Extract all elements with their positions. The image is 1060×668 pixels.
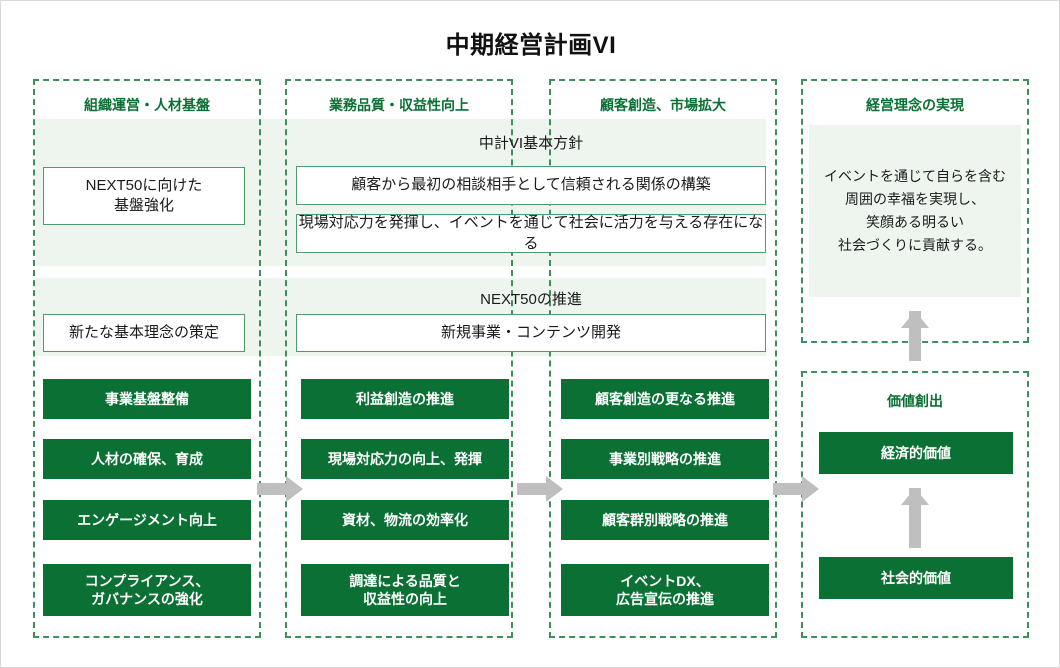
value-social: 社会的価値 (819, 557, 1013, 599)
box-next50-foundation: NEXT50に向けた 基盤強化 (43, 167, 245, 225)
initiative-quality-3: 資材、物流の効率化 (301, 500, 509, 540)
initiative-customer-1: 顧客創造の更なる推進 (561, 379, 769, 419)
column-panel-quality: 業務品質・収益性向上 (285, 79, 513, 638)
arrow-right-icon-customer-to-value (773, 476, 821, 502)
initiative-organization-3: エンゲージメント向上 (43, 500, 251, 540)
column-header-philosophy: 経営理念の実現 (866, 97, 964, 113)
section-caption-value-creation: 価値創出 (887, 393, 943, 409)
initiative-customer-2: 事業別戦略の推進 (561, 439, 769, 479)
column-panel-value-creation (801, 371, 1029, 638)
box-new-business-content-development: 新規事業・コンテンツ開発 (296, 314, 766, 352)
box-new-philosophy-formulation: 新たな基本理念の策定 (43, 314, 245, 352)
initiative-organization-4: コンプライアンス、 ガバナンスの強化 (43, 564, 251, 616)
initiative-customer-4: イベントDX、 広告宣伝の推進 (561, 564, 769, 616)
initiative-quality-1: 利益創造の推進 (301, 379, 509, 419)
column-header-customer: 顧客創造、市場拡大 (600, 97, 726, 113)
arrow-right-icon-quality-to-customer (517, 476, 565, 502)
column-panel-organization: 組織運営・人材基盤 (33, 79, 261, 638)
section-caption-next50: NEXT50の推進 (480, 291, 582, 308)
initiative-quality-4: 調達による品質と 収益性の向上 (301, 564, 509, 616)
philosophy-statement-text: イベントを通じて自らを含む 周囲の幸福を実現し、 笑顔ある明るい 社会づくりに貢… (824, 167, 1006, 254)
arrow-up-icon-value-to-philosophy (901, 311, 929, 361)
section-caption-policy: 中計VI基本方針 (478, 135, 584, 152)
box-policy-statement-2: 現場対応力を発揮し、イベントを通じて社会に活力を与える存在になる (296, 214, 766, 253)
initiative-quality-2: 現場対応力の向上、発揮 (301, 439, 509, 479)
initiative-organization-1: 事業基盤整備 (43, 379, 251, 419)
page-title: 中期経営計画VI (445, 32, 617, 59)
value-economic: 経済的価値 (819, 432, 1013, 474)
philosophy-statement-box: イベントを通じて自らを含む 周囲の幸福を実現し、 笑顔ある明るい 社会づくりに貢… (809, 125, 1021, 297)
column-header-quality: 業務品質・収益性向上 (329, 97, 469, 113)
initiative-organization-2: 人材の確保、育成 (43, 439, 251, 479)
arrow-right-icon-organization-to-quality (257, 476, 305, 502)
box-policy-statement-1: 顧客から最初の相談相手として信頼される関係の構築 (296, 166, 766, 205)
initiative-customer-3: 顧客群別戦略の推進 (561, 500, 769, 540)
arrow-up-icon-social-to-economic (901, 488, 929, 548)
column-panel-customer: 顧客創造、市場拡大 (549, 79, 777, 638)
column-header-organization: 組織運営・人材基盤 (84, 97, 210, 113)
